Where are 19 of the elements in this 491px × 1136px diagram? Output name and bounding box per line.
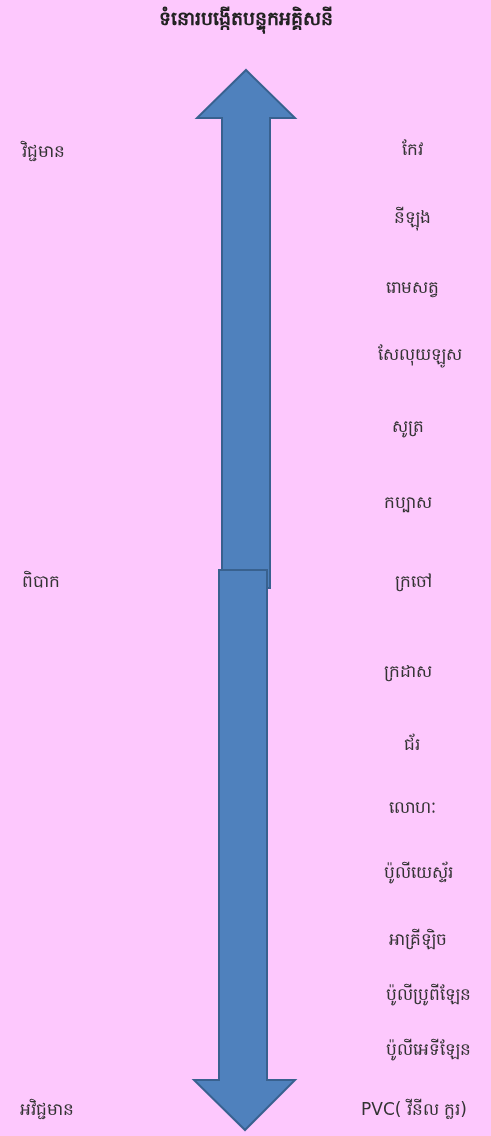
label: ក្រដាស [384,660,432,684]
label: ប៉ូលីប្រូពីឡែន [385,982,471,1008]
label: កប្បាស [384,491,432,515]
label: វិជ្ជមាន [22,139,65,164]
title: ទំនោរបង្កើតបន្ទុកអគ្គិសនី [0,6,491,34]
label: រោមសត្វ [385,276,439,300]
label: លោហៈ [388,796,436,820]
label: កែវ [401,138,423,162]
label: ប៉ូលីយេស្ទ័រ [383,860,453,886]
label: ក្រចៅ [394,570,432,594]
label: អាគ្រីឡិច [389,927,447,952]
label: សែលុយឡូស [378,342,462,368]
label: ប៉ូលីអេទីឡែន [385,1037,471,1063]
label: នីឡុង [393,205,431,231]
label: PVC( វីនីល ក្លរ) [361,1097,467,1122]
label: សូត្រ [392,415,424,440]
label: អវិជ្ជមាន [20,1097,74,1122]
label: ជ័រ [404,732,420,757]
label: ពិបាក [22,569,60,594]
